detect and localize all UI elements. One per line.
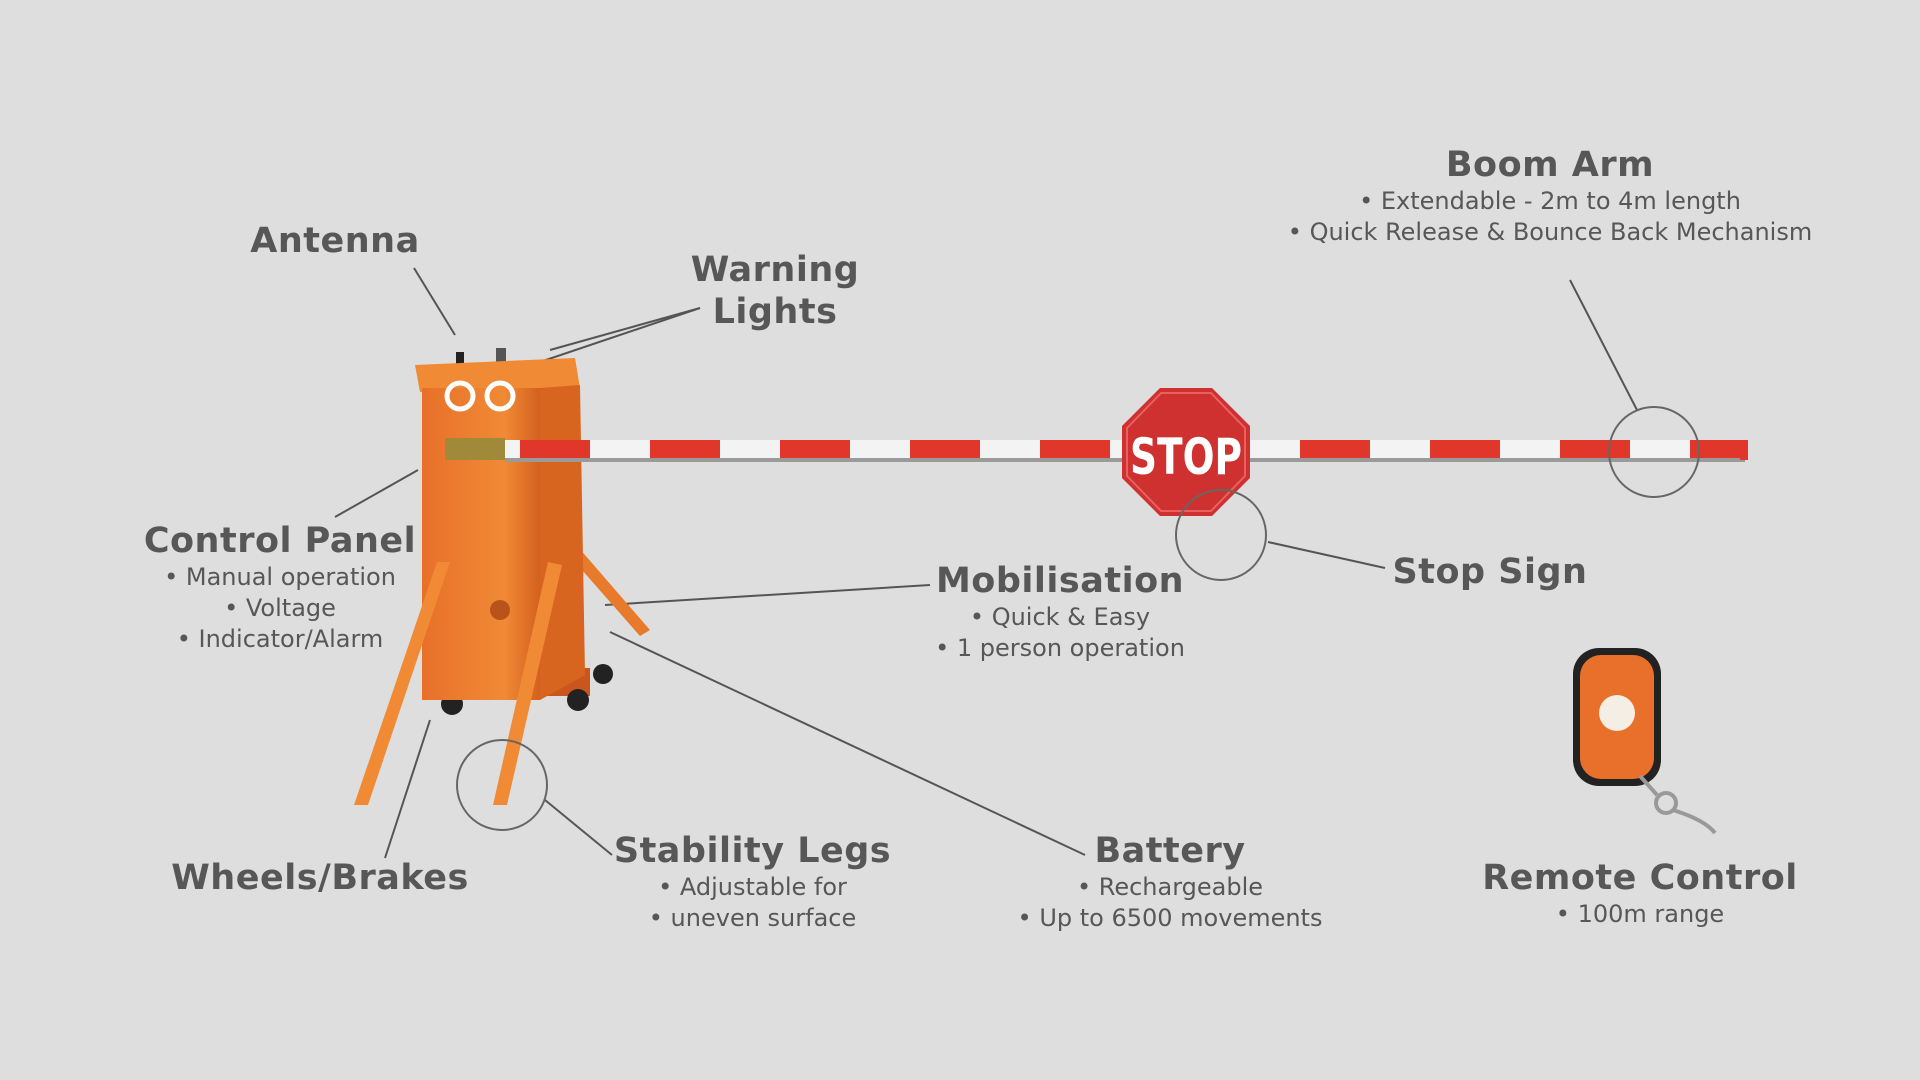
battery-detail-2: Up to 6500 movements: [990, 903, 1350, 934]
control-panel-detail-continued-text: Indicator/Alarm: [198, 625, 384, 654]
battery-detail-1: Rechargeable: [990, 872, 1350, 903]
stability-legs-detail-continued-text: uneven surface: [670, 904, 857, 933]
callout-stop-sign: Stop Sign: [1370, 551, 1610, 593]
callout-antenna: Antenna: [230, 220, 440, 262]
callout-stability-legs: Stability Legs Adjustable for uneven sur…: [600, 830, 905, 934]
boom-arm-detail-1: Extendable - 2m to 4m length: [1250, 186, 1850, 217]
remote-control-title: Remote Control: [1482, 858, 1798, 898]
callout-control-panel: Control Panel Manual operation Voltage I…: [130, 520, 430, 656]
control-panel-title: Control Panel: [143, 521, 417, 561]
warning-lights-title-line2: Lights: [712, 292, 838, 332]
boom-arm-detail-2: Quick Release & Bounce Back Mechanism: [1250, 217, 1850, 248]
battery-title: Battery: [1094, 831, 1246, 871]
callout-warning-lights: Warning Lights: [670, 249, 880, 333]
mobilisation-title: Mobilisation: [935, 561, 1185, 601]
callout-remote-control: Remote Control 100m range: [1470, 857, 1810, 930]
leader-lines: [334, 267, 1638, 859]
callout-boom-arm: Boom Arm Extendable - 2m to 4m length Qu…: [1250, 144, 1850, 248]
callout-battery: Battery Rechargeable Up to 6500 movement…: [990, 830, 1350, 934]
boom-arm-title: Boom Arm: [1445, 145, 1655, 185]
control-panel-detail-2: Voltage: [130, 593, 430, 624]
barrier-cabinet: [415, 348, 585, 700]
control-panel-detail-1: Manual operation: [130, 562, 430, 593]
wheels-brakes-title: Wheels/Brakes: [171, 858, 469, 898]
antenna-title: Antenna: [250, 221, 420, 261]
callout-mobilisation: Mobilisation Quick & Easy 1 person opera…: [900, 560, 1220, 664]
callout-wheels-brakes: Wheels/Brakes: [160, 857, 480, 899]
remote-control-detail-1: 100m range: [1470, 899, 1810, 930]
warning-lights-title-line1: Warning: [690, 250, 860, 290]
stability-legs-detail-1: Adjustable for: [600, 872, 905, 903]
boom-arm: [445, 438, 1748, 462]
remote-control-fob: [1573, 648, 1717, 835]
stop-sign-title: Stop Sign: [1392, 552, 1588, 592]
stop-sign: STOP: [1122, 388, 1250, 516]
mobilisation-detail-2: 1 person operation: [900, 633, 1220, 664]
stop-sign-text: STOP: [1130, 428, 1242, 486]
mobilisation-detail-1: Quick & Easy: [900, 602, 1220, 633]
callout-circles: [456, 406, 1700, 831]
stability-legs-detail-continued: uneven surface: [600, 903, 905, 934]
control-panel-detail-continued: Indicator/Alarm: [130, 624, 430, 655]
stability-legs-title: Stability Legs: [613, 831, 892, 871]
